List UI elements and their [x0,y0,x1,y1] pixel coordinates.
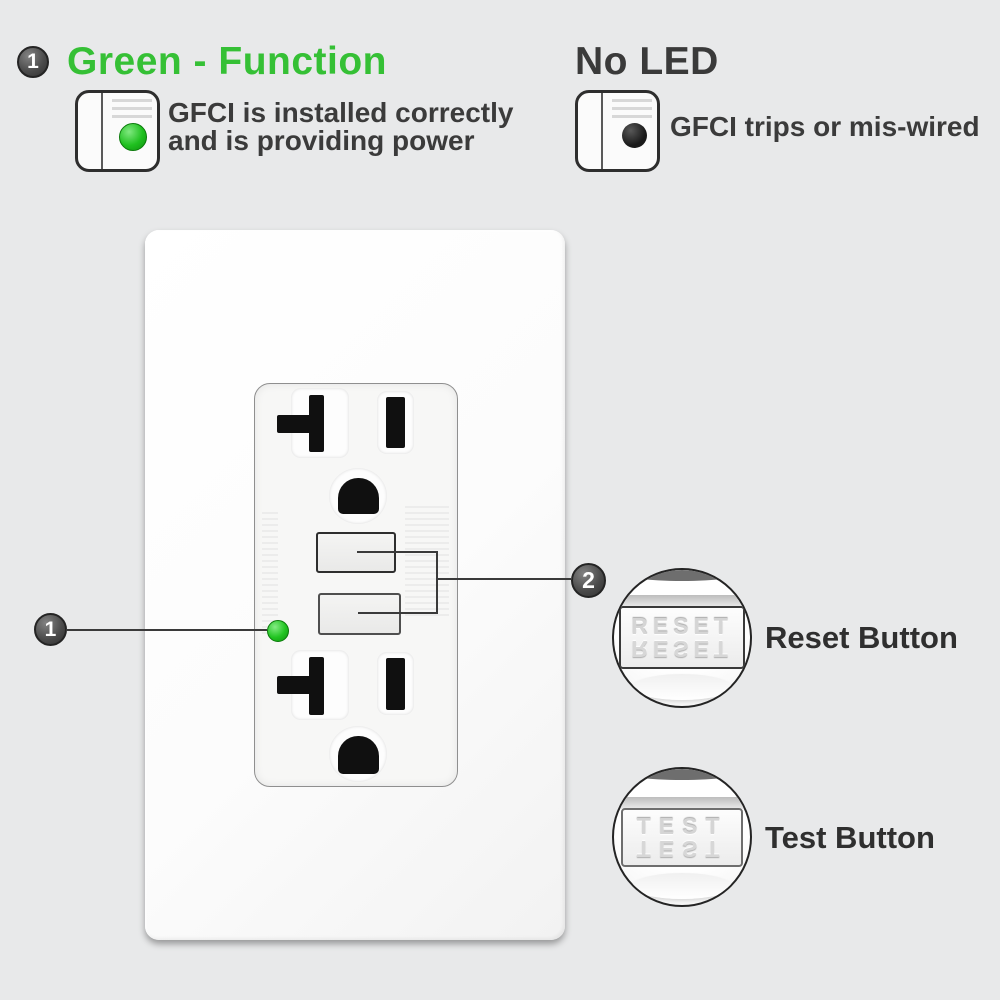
number-1-badge: 1 [17,46,49,78]
bottom-socket-neutral-slot-icon [386,658,405,710]
icon-emboss-lines [612,99,652,123]
test-embossed-text: TEST [636,813,728,839]
icon-divider-line [601,93,603,169]
test-embossed-text-mirrored: TEST [636,836,728,862]
icon-emboss-lines [112,99,152,123]
test-button [318,593,401,635]
embossed-text-texture [262,512,278,637]
no-led-title: No LED [575,40,719,83]
magnifier-top-shading [620,769,744,780]
callout-2-line-main [438,578,571,580]
description-line: GFCI is installed correctly [168,97,514,128]
reset-embossed-text: RESET [631,613,733,639]
callout-2-line-reset [357,551,438,553]
bottom-socket-t-slot-icon [277,676,324,694]
outlet-green-led-icon [75,90,160,172]
green-function-description: GFCI is installed correctly and is provi… [168,99,513,155]
reset-button-closeup: RESET RESET [619,606,745,669]
test-button-label: Test Button [765,820,935,855]
callout-2-line-vertical [436,551,438,614]
callout-2-badge: 2 [571,563,606,598]
green-led-dot-icon [119,123,147,151]
green-function-title: Green - Function [67,40,387,83]
top-socket-t-slot-icon [277,415,324,433]
reset-embossed-text-mirrored: RESET [631,636,733,662]
icon-divider-line [101,93,103,169]
top-socket-ground-hole-icon [338,478,379,514]
callout-1-line [66,629,267,631]
reset-button-label: Reset Button [765,620,958,655]
embossed-text-texture [405,506,449,618]
top-socket-neutral-slot-icon [386,397,405,448]
test-button-closeup: TEST TEST [621,808,743,867]
outlet-no-led-icon [575,90,660,172]
callout-1-badge: 1 [34,613,67,646]
dark-led-dot-icon [622,123,647,148]
bottom-socket-ground-hole-icon [338,736,379,774]
no-led-description: GFCI trips or mis-wired [670,111,980,142]
green-status-led [267,620,289,642]
magnifier-bottom-shading [632,873,732,899]
magnifier-band-shading [614,595,750,607]
description-line: and is providing power [168,125,475,156]
gfci-outlet-face [254,383,458,787]
test-button-magnifier: TEST TEST [612,767,752,907]
magnifier-bottom-shading [632,674,732,700]
magnifier-band-shading [614,797,750,809]
magnifier-top-shading [620,570,744,581]
reset-button-magnifier: RESET RESET [612,568,752,708]
callout-2-line-test [358,612,438,614]
